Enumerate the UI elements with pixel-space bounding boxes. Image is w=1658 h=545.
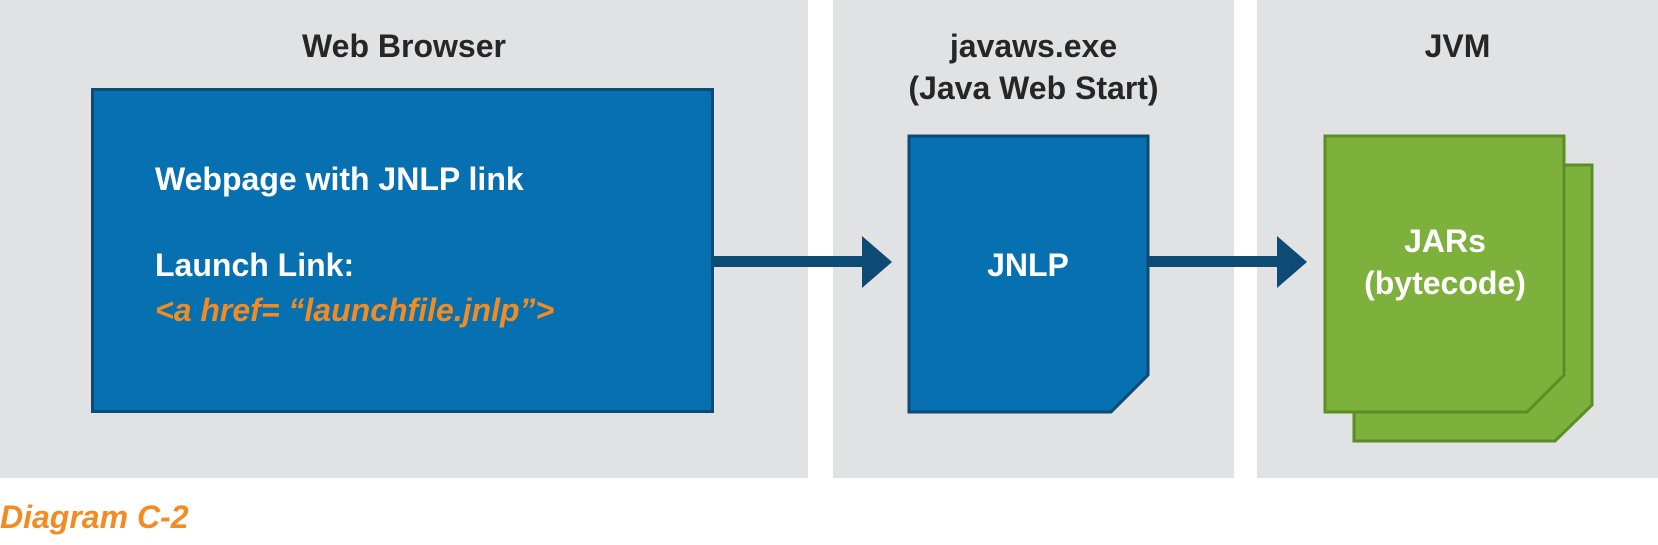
javaws-title: javaws.exe (Java Web Start) (833, 25, 1234, 109)
arrow-jnlp-to-jars (1148, 236, 1307, 288)
jnlp-label: JNLP (987, 247, 1069, 283)
javaws-title-line2: (Java Web Start) (908, 70, 1159, 106)
web-browser-title: Web Browser (302, 28, 506, 64)
jars-label: JARs (bytecode) (1326, 220, 1564, 304)
webpage-heading: Webpage with JNLP link (155, 161, 524, 197)
jar-document-front (1323, 134, 1566, 414)
jvm-title: JVM (1424, 28, 1491, 64)
webpage-box: Webpage with JNLP link Launch Link: <a h… (91, 88, 714, 413)
arrow-browser-to-jnlp (714, 236, 892, 288)
diagram-caption: Diagram C-2 (0, 499, 189, 535)
launch-link-label: Launch Link: (155, 247, 355, 283)
javaws-title-line1: javaws.exe (949, 28, 1118, 64)
launch-link-code: <a href= “launchfile.jnlp”> (155, 292, 555, 328)
jars-label-line2: (bytecode) (1364, 265, 1526, 301)
jars-label-line1: JARs (1404, 223, 1486, 259)
jnlp-document-shape (907, 134, 1150, 414)
web-browser-panel: Web Browser Webpage with JNLP link Launc… (0, 0, 808, 478)
